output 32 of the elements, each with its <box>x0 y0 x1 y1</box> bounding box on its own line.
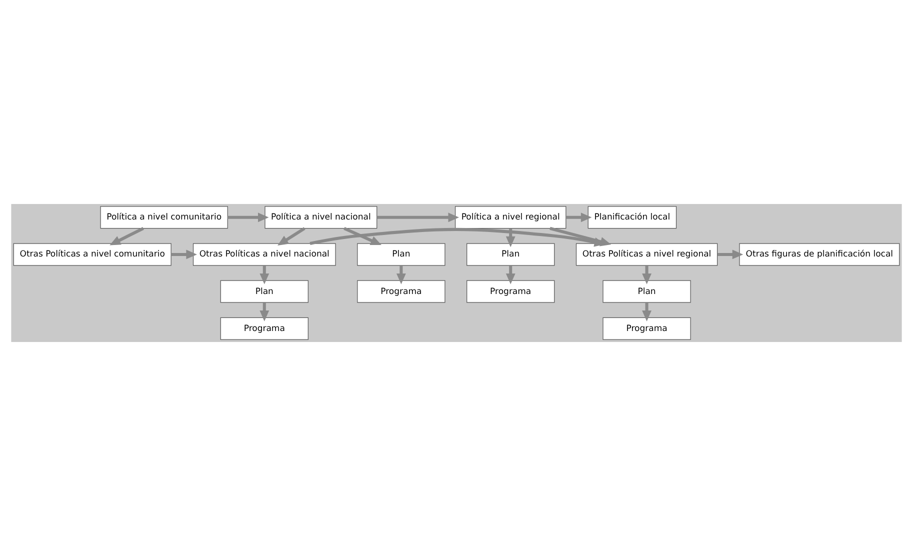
arrow <box>642 264 651 284</box>
arrow <box>505 228 515 247</box>
arrow <box>277 226 305 246</box>
arrow <box>109 226 144 245</box>
node-box: Programa <box>356 280 445 302</box>
node-box: Otras Políticas a nivel nacional <box>192 242 336 266</box>
arrow <box>565 212 592 222</box>
arrow <box>227 212 268 222</box>
node-box: Plan <box>220 280 308 302</box>
arrow <box>505 264 515 284</box>
arrow <box>549 226 611 246</box>
arrow <box>396 264 406 284</box>
node-box: Política a nivel regional <box>454 206 566 228</box>
node-box: Programa <box>466 280 554 302</box>
arrow <box>259 302 269 321</box>
node-box: Otras figuras de planificación local <box>738 242 900 266</box>
arrow <box>343 226 381 245</box>
node-box: Política a nivel nacional <box>264 206 377 228</box>
arrow <box>716 249 743 259</box>
arrow <box>259 264 269 284</box>
node-box: Plan <box>466 242 554 266</box>
arrow <box>170 249 196 259</box>
node-box: Planificación local <box>587 206 676 228</box>
arrow <box>642 302 651 321</box>
node-box: Política a nivel comunitario <box>100 206 228 228</box>
node-box: Otras Políticas a nivel comunitario <box>12 242 171 266</box>
node-box: Plan <box>602 280 690 302</box>
node-box: Programa <box>220 316 308 340</box>
node-box: Plan <box>356 242 445 266</box>
node-box: Programa <box>602 316 690 340</box>
node-box: Otras Políticas a nivel regional <box>575 242 718 266</box>
arrow <box>376 212 459 222</box>
